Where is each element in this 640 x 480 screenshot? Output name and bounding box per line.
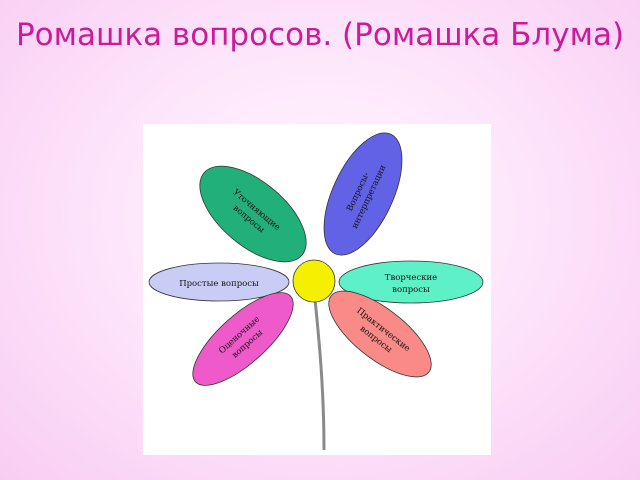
petal-clarifying-questions: Уточняющие вопросы bbox=[199, 165, 307, 263]
petal-creative-questions: Творческие вопросы bbox=[338, 260, 484, 304]
petal-shape bbox=[192, 292, 294, 386]
petal-interpretation-questions: Вопросы- интерпретации bbox=[323, 132, 403, 256]
petal-practical-questions: Практические вопросы bbox=[328, 290, 432, 378]
petal-shape bbox=[199, 165, 307, 263]
flower-stem bbox=[313, 298, 326, 451]
petal-label-line: вопросы bbox=[392, 285, 430, 295]
petal-shape bbox=[323, 132, 403, 256]
chamomile-svg: Уточняющие вопросы Вопросы- интерпретаци… bbox=[148, 132, 484, 451]
flower-center bbox=[292, 259, 336, 303]
petal-shape bbox=[328, 290, 432, 378]
petal-simple-questions: Простые вопросы bbox=[148, 262, 290, 302]
chamomile-diagram: Уточняющие вопросы Вопросы- интерпретаци… bbox=[143, 124, 491, 455]
petal-evaluative-questions: Оценочные вопросы bbox=[192, 292, 294, 386]
petal-label-line: Творческие bbox=[385, 273, 437, 283]
petal-shape bbox=[338, 260, 484, 304]
petal-shape bbox=[148, 262, 290, 302]
petal-label-line: Простые вопросы bbox=[179, 279, 259, 289]
slide-title: Ромашка вопросов. (Ромашка Блума) bbox=[15, 17, 625, 53]
